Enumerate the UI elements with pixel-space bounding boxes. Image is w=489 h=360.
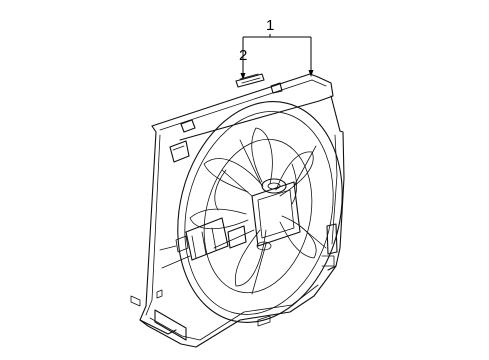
wiring-connector <box>159 217 247 269</box>
fan-guard-ring <box>177 101 343 323</box>
callout-1-leader <box>243 34 314 77</box>
fan-shroud <box>130 73 345 348</box>
callout-2-leader <box>240 37 246 80</box>
callout-1-label: 1 <box>266 17 274 34</box>
fan-motor <box>213 139 327 295</box>
